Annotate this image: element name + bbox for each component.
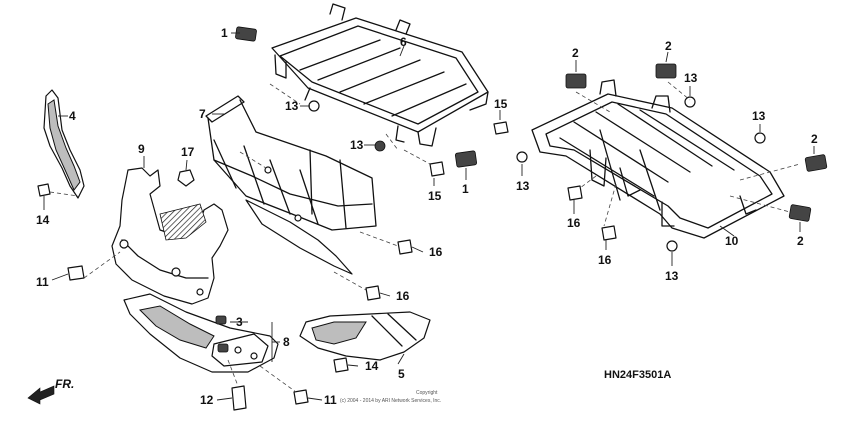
callout-15-top: 15 [494, 97, 508, 111]
copyright-line-1: Copyright [416, 390, 438, 396]
callout-1-right: 1 [462, 182, 469, 196]
callout-9: 9 [138, 142, 145, 156]
callout-16-a: 16 [429, 245, 443, 259]
assembly-dashed-lines [49, 81, 801, 393]
diagram-code: HN24F3501A [604, 369, 671, 381]
callout-10: 10 [725, 234, 739, 248]
callout-13-c: 13 [516, 179, 530, 193]
callout-8: 8 [283, 335, 290, 349]
callout-13-e: 13 [752, 109, 766, 123]
front-carrier-part [271, 3, 489, 147]
callout-1-top: 1 [221, 26, 228, 40]
front-direction-indicator: FR. [27, 377, 74, 405]
callout-13-a: 13 [285, 99, 299, 113]
callout-11-bottom: 11 [324, 393, 337, 407]
front-arrow-icon [27, 385, 55, 405]
right-side-guard-part [299, 311, 431, 361]
callout-15-bottom: 15 [428, 189, 442, 203]
callout-2-d: 2 [797, 234, 804, 248]
callout-13-d: 13 [684, 71, 698, 85]
callout-7: 7 [199, 107, 206, 121]
callout-12: 12 [200, 393, 214, 407]
callout-13-b: 13 [350, 138, 364, 152]
copyright-line-2: (c) 2004 - 2014 by ARI Network Services,… [340, 398, 441, 404]
direction-label: FR. [55, 377, 74, 391]
rear-carrier-part [531, 79, 785, 239]
callout-16-c: 16 [567, 216, 581, 230]
front-guard-part [205, 95, 377, 275]
left-side-guard-part [43, 89, 85, 199]
callout-14-bottom: 14 [365, 359, 379, 373]
center-guard-panel-part [111, 167, 229, 305]
callout-11-left: 11 [36, 275, 49, 289]
callout-5: 5 [398, 367, 405, 381]
callout-6: 6 [400, 35, 407, 49]
leader-lines [43, 32, 815, 401]
callout-2-a: 2 [572, 46, 579, 60]
callout-16-d: 16 [598, 253, 612, 267]
callout-16-b: 16 [396, 289, 410, 303]
callout-17: 17 [181, 145, 195, 159]
skid-plate-part [123, 293, 279, 373]
callout-4: 4 [69, 109, 76, 123]
callout-13-f: 13 [665, 269, 679, 283]
callout-labels: 1 1 2 2 2 2 3 4 5 6 7 8 9 10 11 11 12 13… [36, 26, 818, 407]
callout-2-c: 2 [811, 132, 818, 146]
callout-3: 3 [236, 315, 243, 329]
callout-2-b: 2 [665, 39, 672, 53]
callout-14-left: 14 [36, 213, 50, 227]
